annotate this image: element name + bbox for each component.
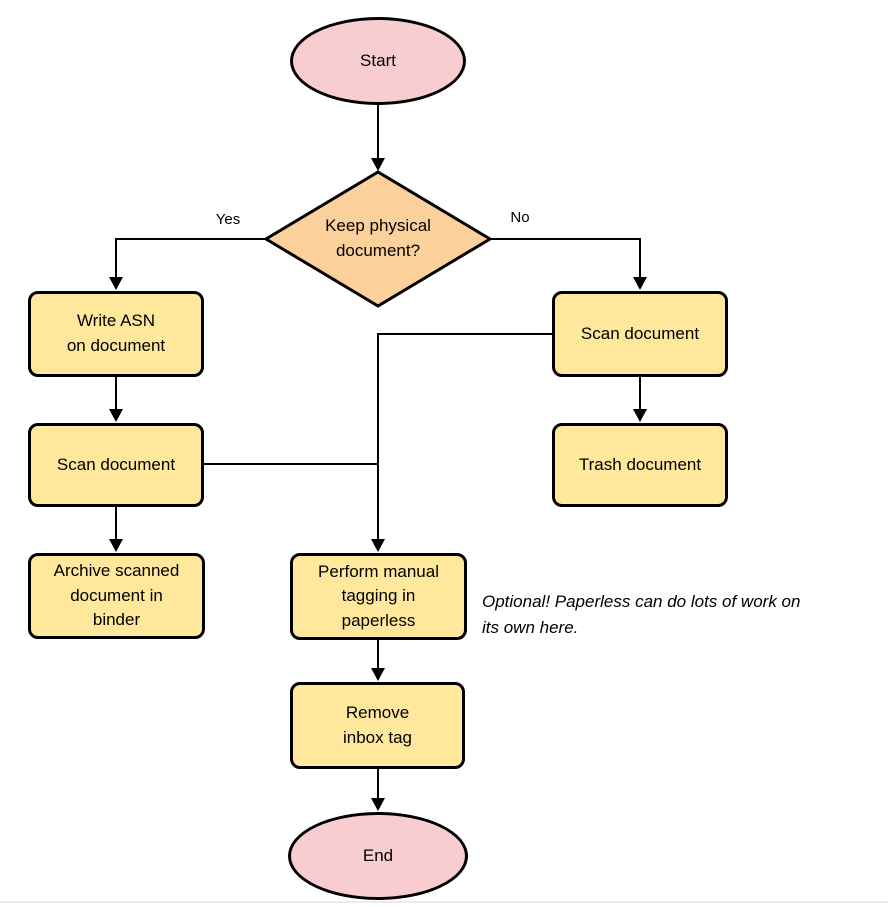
page-bottom-edge xyxy=(0,901,888,903)
arrowhead-icon xyxy=(371,539,385,552)
edge-scanright-to-tagging-horizontal xyxy=(377,333,553,335)
arrowhead-icon xyxy=(633,409,647,422)
arrowhead-icon xyxy=(109,409,123,422)
arrowhead-icon xyxy=(109,277,123,290)
arrowhead-icon xyxy=(633,277,647,290)
node-archive-binder: Archive scanned document in binder xyxy=(28,553,205,639)
edge-scan-to-trash xyxy=(639,376,641,411)
annotation-optional-note: Optional! Paperless can do lots of work … xyxy=(482,592,801,638)
arrowhead-icon xyxy=(371,158,385,171)
node-trash-document: Trash document xyxy=(552,423,728,507)
edge-yes-vertical xyxy=(115,238,117,279)
arrowhead-icon xyxy=(109,539,123,552)
arrowhead-icon xyxy=(371,798,385,811)
node-end: End xyxy=(288,812,468,900)
edge-scan-to-archive xyxy=(115,506,117,541)
node-write-asn: Write ASN on document xyxy=(28,291,204,377)
edge-tagging-to-remove xyxy=(377,639,379,670)
edge-start-to-decision xyxy=(377,104,379,160)
arrowhead-icon xyxy=(371,668,385,681)
node-manual-tagging: Perform manual tagging in paperless xyxy=(290,553,467,640)
edge-no-horizontal xyxy=(490,238,641,240)
node-scan-document-right: Scan document xyxy=(552,291,728,377)
edge-label-no: No xyxy=(510,209,530,226)
edge-yes-horizontal xyxy=(115,238,266,240)
node-start: Start xyxy=(290,17,466,105)
edge-writeasn-to-scan xyxy=(115,376,117,411)
edge-label-yes: Yes xyxy=(215,211,241,228)
node-scan-document-left: Scan document xyxy=(28,423,204,507)
edge-merge-to-tagging-vertical xyxy=(377,333,379,541)
node-decision: Keep physical document? xyxy=(325,216,431,260)
edge-scanleft-to-tagging-horizontal xyxy=(204,463,379,465)
edge-remove-to-end xyxy=(377,768,379,800)
decision-diamond-shape xyxy=(263,170,493,308)
node-remove-inbox-tag: Remove inbox tag xyxy=(290,682,465,769)
edge-no-vertical xyxy=(639,238,641,279)
